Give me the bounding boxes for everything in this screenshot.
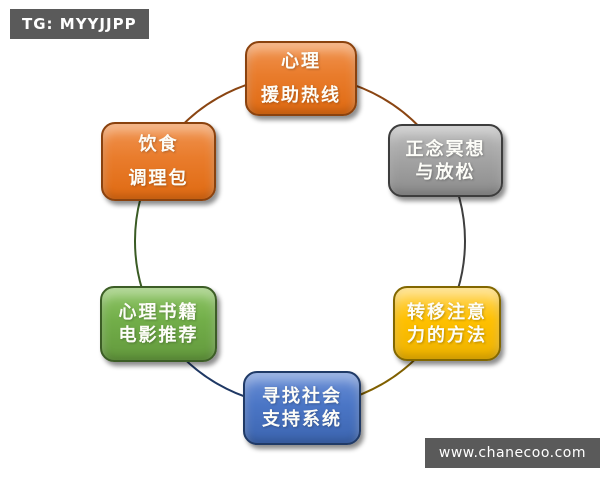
node-label-line: 心理书籍	[118, 302, 199, 323]
node-psychological-hotline: 心理 援助热线	[245, 41, 357, 116]
node-label-line: 寻找社会	[262, 386, 342, 407]
node-label-line: 与放松	[415, 161, 476, 183]
node-books-movies-recommend: 心理书籍 电影推荐	[100, 286, 217, 362]
node-label-line: 电影推荐	[118, 325, 199, 346]
node-label-line: 饮食	[138, 133, 179, 155]
node-label-line: 调理包	[128, 167, 189, 189]
node-label-line: 转移注意	[407, 301, 487, 323]
node-diet-conditioning: 饮食 调理包	[101, 122, 216, 201]
node-label-line: 援助热线	[261, 84, 341, 106]
node-attention-diversion: 转移注意 力的方法	[393, 286, 501, 361]
node-social-support-system: 寻找社会 支持系统	[243, 371, 361, 445]
node-label-line: 力的方法	[407, 324, 487, 346]
tg-watermark-badge: TG: MYYJJPP	[10, 9, 149, 39]
node-label-line: 支持系统	[262, 409, 342, 430]
node-label-line: 心理	[281, 50, 321, 72]
site-watermark: www.chanecoo.com	[424, 438, 600, 468]
node-mindfulness-relaxation: 正念冥想 与放松	[388, 124, 503, 197]
node-label-line: 正念冥想	[405, 138, 486, 160]
